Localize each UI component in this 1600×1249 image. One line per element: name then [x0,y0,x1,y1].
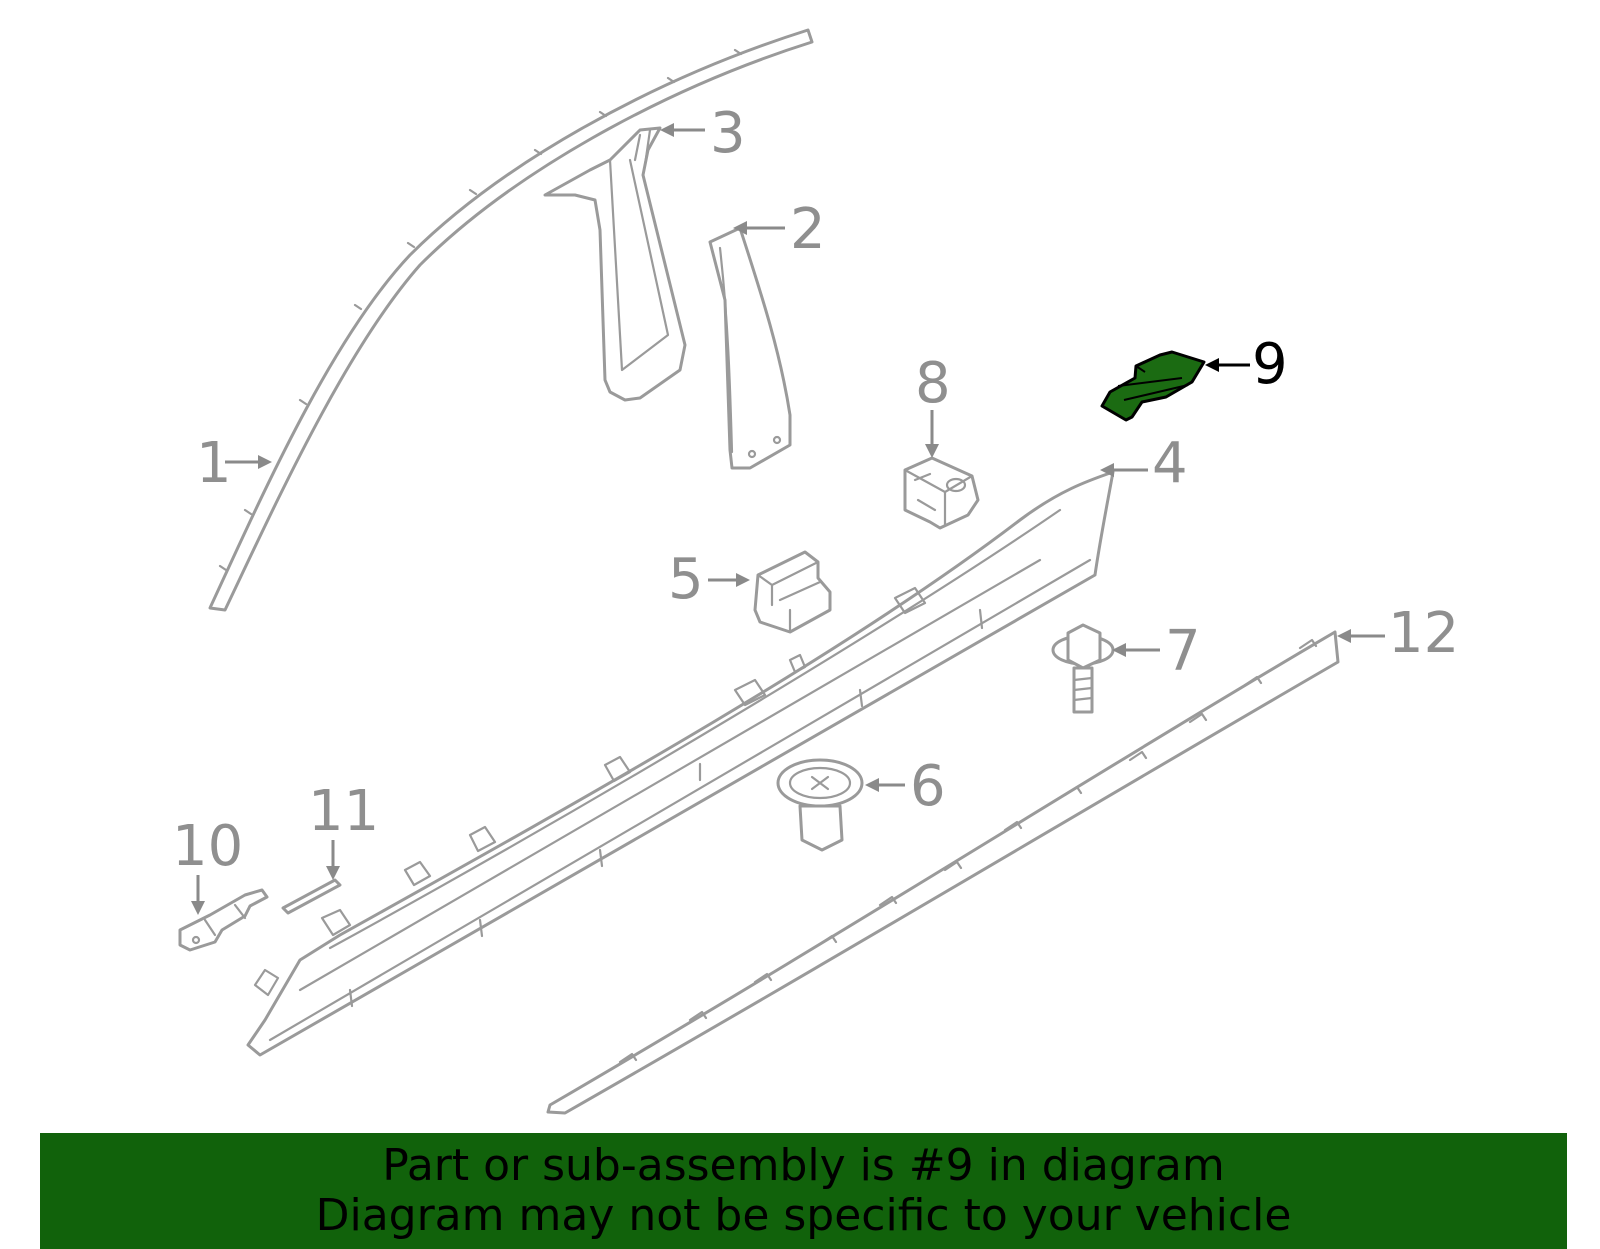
callout-7: 7 [1165,619,1201,684]
callout-1: 1 [196,431,232,496]
callout-2: 2 [790,197,826,262]
info-banner: Part or sub-assembly is #9 in diagram Di… [40,1133,1567,1249]
callout-12: 12 [1388,601,1459,666]
part-5-bracket [753,550,832,634]
part-11-seal-strip [281,878,342,915]
part-10-bracket [178,888,269,952]
callout-11: 11 [308,779,379,844]
part-8-clip [903,456,980,530]
leader-lines [191,123,1385,915]
callout-4: 4 [1152,431,1188,496]
callout-6: 6 [910,754,946,819]
banner-line-1: Part or sub-assembly is #9 in diagram [382,1140,1225,1191]
part-12-lower-molding [546,630,1340,1115]
part-6-push-clip [776,758,864,852]
part-3-pillar-trim [543,126,687,402]
banner-line-2: Diagram may not be specific to your vehi… [315,1190,1292,1241]
callout-10: 10 [172,814,243,879]
part-7-bolt [1051,623,1115,714]
callout-8: 8 [915,351,951,416]
part-4-rocker-panel [246,470,1115,1057]
part-9-bracket-highlighted [1100,350,1206,422]
callout-9: 9 [1252,332,1288,397]
part-2-pillar-cover [708,226,792,470]
callout-5: 5 [668,547,704,612]
part-1-roof-molding [208,28,814,612]
callout-3: 3 [710,101,746,166]
